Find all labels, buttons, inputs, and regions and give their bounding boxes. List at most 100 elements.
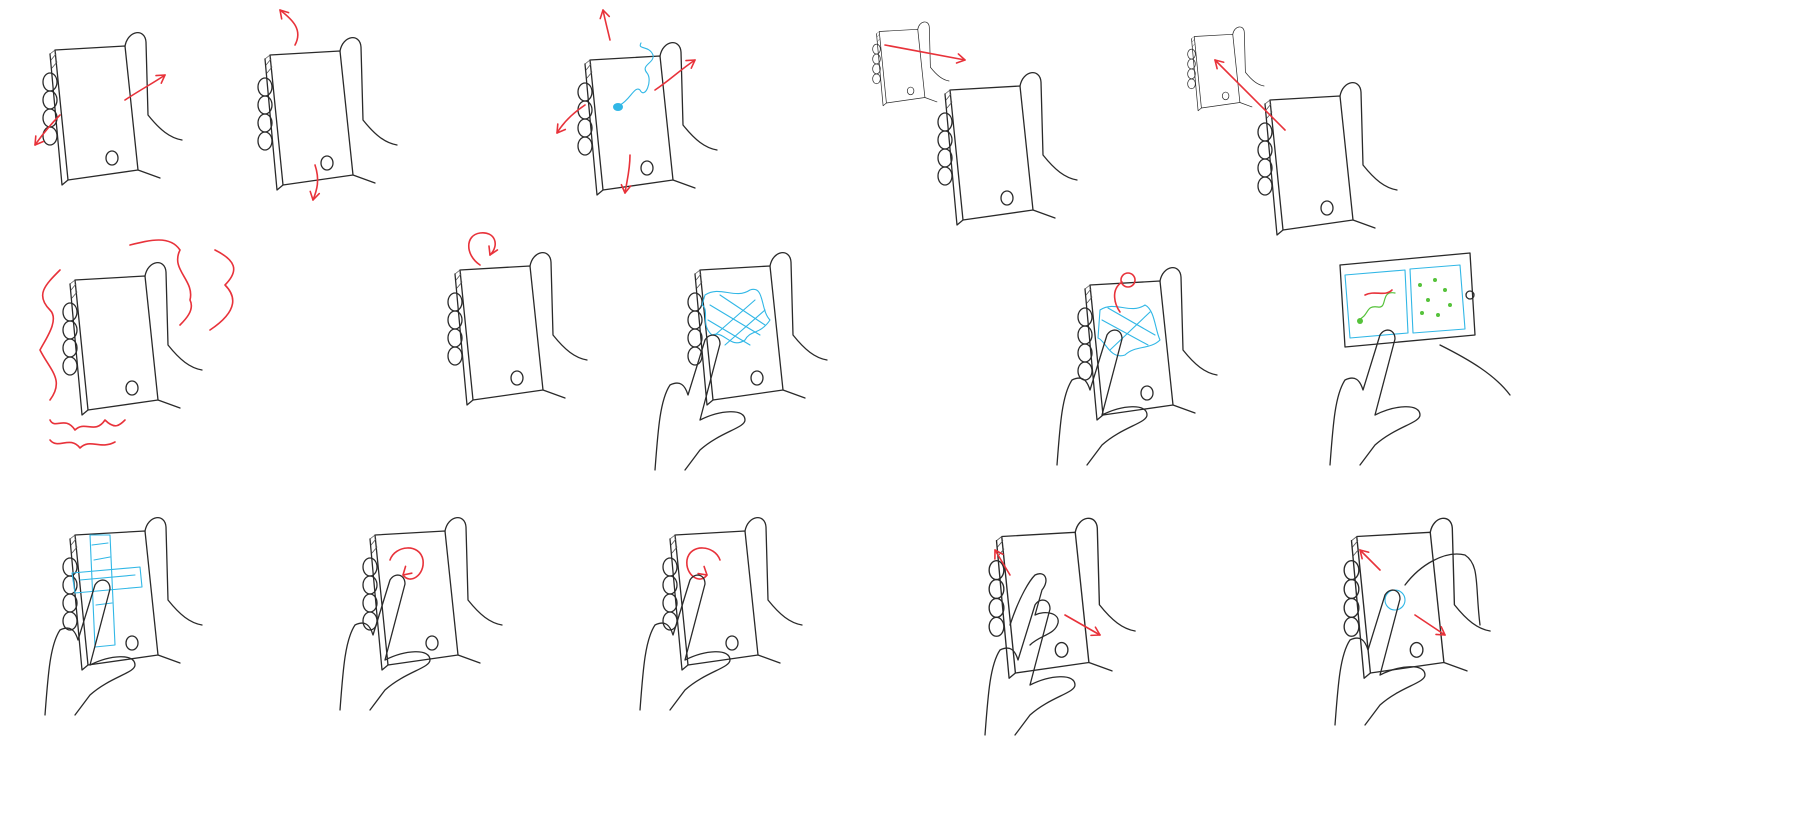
phone-edge-hatching (876, 31, 881, 42)
gesture-group (556, 9, 718, 196)
cyan-circle (1384, 589, 1406, 611)
finger-knuckle (577, 136, 593, 156)
phone-outline (1193, 33, 1241, 109)
palm-line (352, 174, 376, 184)
right-arrow (654, 59, 696, 91)
gesture-panel-tilt-side-to-side (20, 20, 200, 240)
down-arrow (312, 164, 319, 201)
touching-hand-outline (1056, 329, 1148, 466)
arrow-head (994, 549, 1004, 560)
holding-hand-outline (1232, 26, 1265, 87)
finger-knuckle (662, 575, 678, 595)
gesture-group (654, 252, 828, 471)
finger-knuckle (1187, 58, 1196, 70)
home-button (1221, 91, 1230, 101)
phone-edge-hatching (944, 89, 953, 109)
gesture-panel-two-hand-pinch (1305, 495, 1491, 726)
phone-edge-hatching (69, 279, 78, 299)
finger-knuckle (687, 346, 703, 366)
phone-edge-hatching (69, 534, 78, 554)
phone-outline (269, 50, 354, 186)
palm-line (1443, 661, 1468, 672)
phone-drawing (62, 262, 203, 416)
finger-knuckle (62, 302, 78, 322)
phone-outline (1269, 95, 1354, 231)
phone-outline (1339, 252, 1476, 348)
red-loop-tail (1113, 281, 1123, 313)
home-button (125, 635, 139, 651)
finger-knuckle (447, 346, 463, 366)
phone-outline (699, 265, 784, 401)
palm-line (782, 389, 806, 399)
phone-outline (589, 55, 674, 191)
right-screen (1409, 264, 1466, 334)
holding-hand-outline (144, 262, 203, 371)
home-button (1140, 385, 1154, 401)
finger-knuckle (1077, 325, 1093, 345)
holding-hand-outline (769, 252, 828, 361)
home-button (906, 86, 915, 96)
finger-knuckle (937, 130, 953, 150)
arrow-head (309, 190, 321, 201)
finger-knuckle (937, 166, 953, 186)
gesture-panel-finger-tap-region (1030, 250, 1218, 470)
green-dot (1433, 278, 1437, 282)
up-arrow (279, 9, 299, 46)
gesture-panel-cross-swipe (20, 495, 203, 716)
zigzag-lines (129, 239, 193, 326)
arrow-head (279, 9, 290, 20)
phone-edge-hatching (1084, 284, 1093, 304)
green-dot (1357, 318, 1363, 324)
finger-knuckle (62, 338, 78, 358)
green-dot (1436, 313, 1440, 317)
palm-line (137, 169, 161, 179)
arrow-head (1435, 626, 1446, 636)
finger-knuckle (1077, 307, 1093, 327)
finger-knuckle (62, 356, 78, 376)
finger-knuckle (62, 593, 78, 613)
holding-hand-outline (1074, 517, 1136, 632)
curl-arrow (467, 232, 496, 266)
finger-knuckle (42, 90, 58, 110)
phone-side-edge (369, 538, 389, 671)
gesture-group (44, 517, 203, 716)
finger-knuckle (1257, 158, 1273, 178)
holding-hand-outline (659, 42, 718, 151)
gesture-group (34, 32, 183, 186)
gesture-svg (39, 239, 235, 449)
finger-knuckle (1343, 616, 1360, 637)
phone-edge-hatching (694, 269, 703, 289)
gesture-svg (257, 9, 398, 201)
diagonal-arrows (1064, 614, 1101, 636)
palm-line (1352, 219, 1376, 229)
gesture-group (447, 232, 588, 406)
holding-hand-outline (1429, 517, 1491, 632)
finger-knuckle (577, 82, 593, 102)
diagonal-arrows (1414, 614, 1446, 636)
red-trail (1364, 289, 1393, 296)
phone-drawing (447, 252, 588, 406)
home-button (105, 150, 119, 166)
phone-outline (1356, 531, 1445, 674)
home-button (510, 370, 524, 386)
phone-outline (54, 45, 139, 181)
finger-knuckle (872, 43, 881, 55)
cyan-touch-point (613, 103, 623, 111)
gesture-group (257, 9, 398, 201)
finger-knuckle (257, 95, 273, 115)
palm-line (542, 389, 566, 399)
phone-side-edge (264, 58, 284, 191)
home-button (725, 635, 739, 651)
finger-knuckle (1077, 361, 1093, 381)
palm-line (157, 399, 181, 409)
gesture-group (984, 517, 1136, 736)
home-button (125, 380, 139, 396)
finger-knuckle (1343, 559, 1360, 581)
phone-edge-hatching (584, 59, 593, 79)
finger-knuckle (447, 328, 463, 348)
gesture-svg (556, 9, 718, 196)
finger-knuckle (447, 292, 463, 312)
phone-edge-hatching (996, 536, 1005, 556)
phone-side-edge (1191, 38, 1202, 112)
circle-arrow (389, 547, 424, 580)
